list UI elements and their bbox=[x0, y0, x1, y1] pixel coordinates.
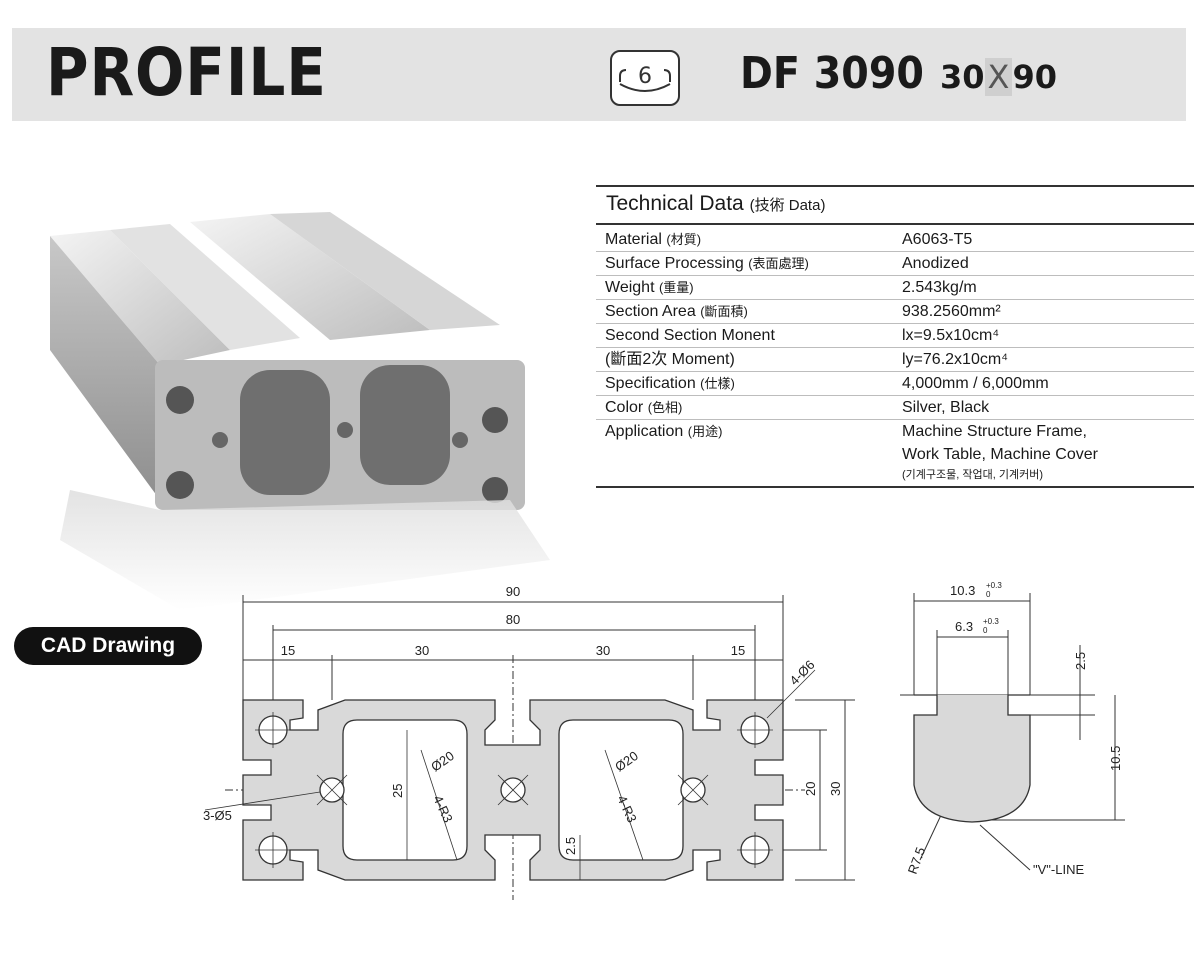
bottom-rule bbox=[596, 486, 1194, 488]
slot-lip: 2.5 bbox=[1073, 652, 1088, 670]
dim-overall: 90 bbox=[506, 584, 520, 599]
badge-number: 6 bbox=[638, 64, 652, 89]
tech-rows: Material (材質)A6063-T5 Surface Processing… bbox=[596, 225, 1194, 484]
table-row: Weight (重量)2.543kg/m bbox=[596, 276, 1194, 300]
application-note: (기계구조물, 작업대, 기계커버) bbox=[902, 469, 1043, 481]
dim-b: 90 bbox=[1012, 58, 1057, 96]
slot-top-width: 10.3 bbox=[950, 583, 975, 598]
dim-height-30: 30 bbox=[828, 782, 843, 796]
technical-data-title: Technical Data (技術 Data) bbox=[596, 187, 1194, 223]
slot-6-icon: 6 bbox=[619, 64, 671, 92]
slot-top-tol: +0.3 bbox=[986, 581, 1002, 590]
cad-drawing: 90 80 15 30 30 15 4-Ø6 3-Ø5 Ø20 Ø20 4-R3… bbox=[195, 570, 895, 900]
slot-radius: R7.5 bbox=[905, 845, 928, 876]
dim-seg2: 30 bbox=[415, 643, 429, 658]
slot-size-badge: 6 bbox=[610, 50, 680, 106]
table-row: Surface Processing (表面處理)Anodized bbox=[596, 252, 1194, 276]
dim-seg3: 30 bbox=[596, 643, 610, 658]
tech-title-sub: (技術 Data) bbox=[749, 197, 826, 214]
dim-seg1: 15 bbox=[281, 643, 295, 658]
tech-title-text: Technical Data bbox=[606, 192, 744, 215]
dim-height-25: 25 bbox=[390, 784, 405, 798]
slot-detail-drawing: 10.3 +0.3 0 6.3 +0.3 0 2.5 10.5 R7.5 "V"… bbox=[880, 575, 1180, 895]
product-image bbox=[30, 200, 560, 620]
technical-data-table: Technical Data (技術 Data) Material (材質)A6… bbox=[596, 185, 1194, 488]
profile-dimensions: 30X90 bbox=[940, 58, 1057, 96]
table-row: Material (材質)A6063-T5 bbox=[596, 228, 1194, 252]
slot-inner-width: 6.3 bbox=[955, 619, 973, 634]
slot-inner-tol: +0.3 bbox=[983, 617, 999, 626]
table-row: (斷面2次 Moment)ly=76.2x10cm⁴ bbox=[596, 348, 1194, 372]
slot-top-tol0: 0 bbox=[986, 590, 991, 599]
top-rule bbox=[596, 185, 1194, 187]
dim-center-holes: 3-Ø5 bbox=[203, 808, 232, 823]
table-row: Section Area (斷面積)938.2560mm² bbox=[596, 300, 1194, 324]
cad-drawing-label: CAD Drawing bbox=[14, 627, 202, 665]
model-number: DF 3090 bbox=[740, 48, 924, 99]
table-row: Specification (仕樣)4,000mm / 6,000mm bbox=[596, 372, 1194, 396]
table-row: Color (色相)Silver, Black bbox=[596, 396, 1194, 420]
page-title: PROFILE bbox=[46, 34, 327, 111]
slot-inner-tol0: 0 bbox=[983, 626, 988, 635]
mid-rule bbox=[596, 223, 1194, 225]
dim-height-20: 20 bbox=[803, 782, 818, 796]
slot-vline: "V"-LINE bbox=[1033, 862, 1084, 877]
dim-x: X bbox=[984, 58, 1013, 96]
dim-inner: 80 bbox=[506, 612, 520, 627]
dim-a: 30 bbox=[940, 58, 985, 96]
table-row: Application (用途)Machine Structure Frame, bbox=[605, 423, 1087, 440]
table-row: Work Table, Machine Cover bbox=[902, 446, 1098, 463]
slot-depth: 10.5 bbox=[1108, 746, 1123, 771]
header-banner: PROFILE 6 DF 3090 30X90 bbox=[12, 28, 1186, 121]
dim-wall-25: 2.5 bbox=[563, 837, 578, 855]
table-row: (기계구조물, 작업대, 기계커버) bbox=[596, 466, 1194, 484]
dim-seg4: 15 bbox=[731, 643, 745, 658]
